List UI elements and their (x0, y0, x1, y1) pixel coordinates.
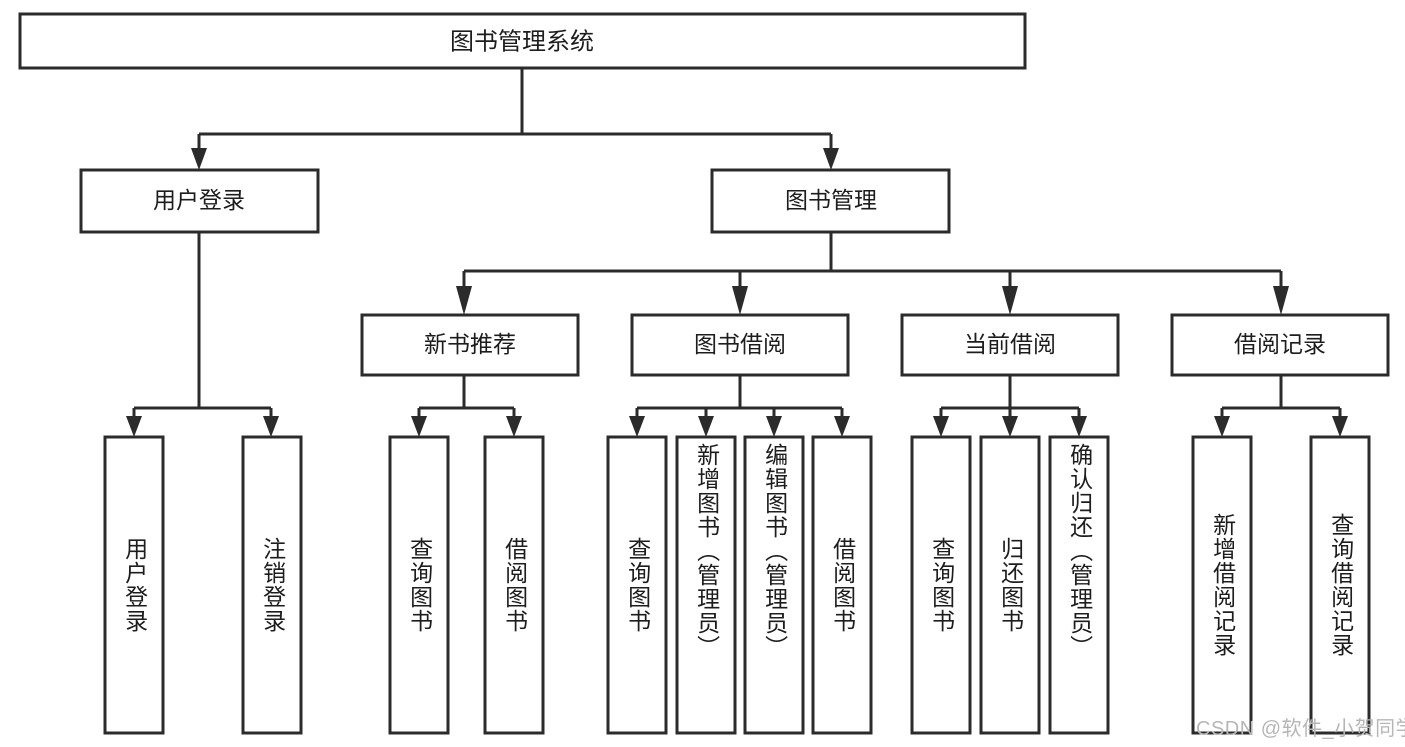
arrow-head-bb-leaf-3 (766, 416, 782, 437)
arrow-head-bb-leaf-4 (834, 416, 850, 437)
arrow-head-new-book (456, 286, 472, 315)
arrow-head-cb-leaf-2 (1002, 416, 1018, 437)
connector-group-root (191, 68, 839, 170)
leaf-box-bb-borrow-book[interactable] (811, 435, 873, 735)
node-book-borrow[interactable]: 图书借阅 (630, 313, 850, 377)
leaf-box-nb-query-book[interactable] (388, 435, 450, 735)
node-book-management-box[interactable] (710, 168, 951, 234)
arrow-head-book-mgmt (823, 148, 839, 170)
leaf-box-bb-edit-book[interactable] (743, 435, 805, 735)
leaf-boxes (103, 435, 1371, 735)
node-new-book-recommend-label: 新书推荐 (424, 331, 516, 357)
arrow-head-current-borrow (1002, 286, 1018, 315)
leaf-box-cb-query-book[interactable] (910, 435, 972, 735)
node-user-login-box[interactable] (79, 168, 320, 234)
node-borrow-record-box[interactable] (1170, 313, 1390, 377)
arrow-head-leaf-logout (263, 416, 279, 437)
node-book-borrow-box[interactable] (630, 313, 850, 377)
node-current-borrow-box[interactable] (900, 313, 1120, 377)
arrow-head-book-borrow (732, 286, 748, 315)
arrow-head-bb-leaf-2 (698, 416, 714, 437)
leaf-box-logout[interactable] (241, 435, 303, 735)
arrow-head-leaf-user-login (126, 416, 142, 437)
arrow-head-cb-leaf-1 (933, 416, 949, 437)
node-new-book-recommend[interactable]: 新书推荐 (360, 313, 580, 377)
node-user-login[interactable]: 用户登录 (79, 168, 320, 234)
arrow-head-bb-leaf-1 (629, 416, 645, 437)
node-user-login-label: 用户登录 (153, 187, 245, 213)
leaf-box-br-query-record[interactable] (1309, 435, 1371, 735)
arrow-head-cb-leaf-3 (1071, 416, 1087, 437)
arrow-head-br-leaf-1 (1214, 416, 1230, 437)
csdn-watermark: CSDN @软件_小贺同学 (1196, 718, 1405, 740)
node-book-borrow-label: 图书借阅 (694, 331, 786, 357)
node-borrow-record-label: 借阅记录 (1234, 331, 1326, 357)
connector-group-new-book (411, 375, 522, 437)
leaf-box-cb-return-book[interactable] (979, 435, 1041, 735)
node-new-book-recommend-box[interactable] (360, 313, 580, 377)
arrow-head-nb-leaf-1 (411, 416, 427, 437)
leaf-box-bb-query-book[interactable] (606, 435, 668, 735)
node-current-borrow[interactable]: 当前借阅 (900, 313, 1120, 377)
connector-group-book-mgmt (456, 232, 1289, 315)
leaf-box-br-add-record[interactable] (1191, 435, 1253, 735)
connector-group-current-borrow (933, 375, 1087, 437)
arrow-head-nb-leaf-2 (506, 416, 522, 437)
node-root[interactable]: 图书管理系统 (18, 12, 1027, 70)
node-borrow-record[interactable]: 借阅记录 (1170, 313, 1390, 377)
leaf-box-cb-confirm-return[interactable] (1048, 435, 1110, 735)
node-current-borrow-label: 当前借阅 (964, 331, 1056, 357)
leaf-box-bb-add-book[interactable] (675, 435, 737, 735)
node-root-label: 图书管理系统 (450, 28, 594, 55)
arrow-head-user-login (191, 148, 207, 170)
arrow-head-br-leaf-2 (1332, 416, 1348, 437)
node-book-management[interactable]: 图书管理 (710, 168, 951, 234)
node-root-box[interactable] (18, 12, 1027, 70)
connector-group-book-borrow (629, 375, 850, 437)
leaf-box-nb-borrow-book[interactable] (483, 435, 545, 735)
node-book-management-label: 图书管理 (785, 187, 877, 213)
connector-group-borrow-record (1214, 375, 1348, 437)
connector-group-user-login (126, 232, 279, 437)
arrow-head-borrow-record (1273, 286, 1289, 315)
leaf-box-user-login[interactable] (103, 435, 165, 735)
